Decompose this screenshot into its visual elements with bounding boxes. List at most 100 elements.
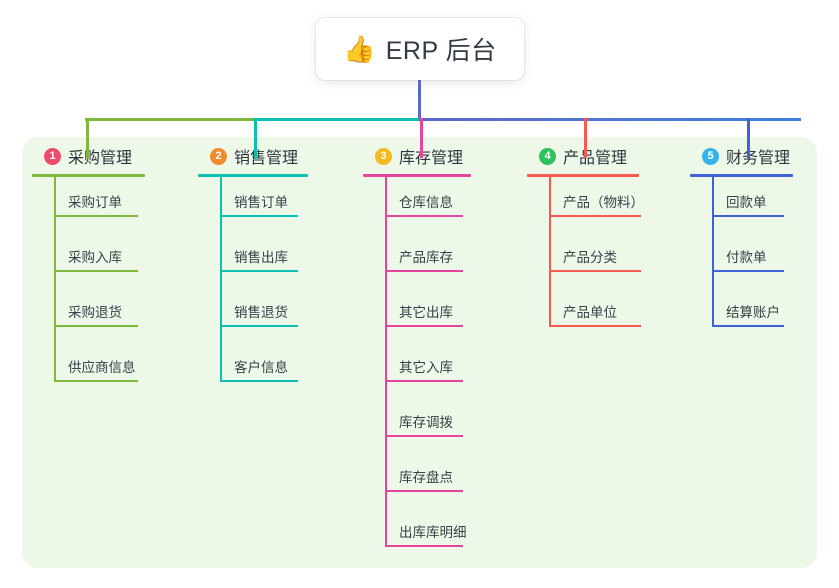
- branch-item-rule: [549, 215, 641, 217]
- branch-spine-connector: [54, 177, 56, 382]
- branch-number-badge: 1: [44, 147, 61, 165]
- branch-item[interactable]: 采购订单: [32, 177, 180, 232]
- branch-item-rule: [385, 545, 463, 547]
- branch-item-label: 供应商信息: [68, 360, 136, 375]
- branch-item[interactable]: 其它入库: [363, 342, 503, 397]
- branch-header-4[interactable]: 4 产品管理: [527, 145, 669, 167]
- branch-item-rule: [385, 435, 463, 437]
- branch-title: 库存管理: [399, 150, 464, 167]
- branch-header-1[interactable]: 1 采购管理: [32, 145, 180, 167]
- branch-title: 采购管理: [68, 150, 133, 167]
- branch-item-list: 回款单付款单结算账户: [690, 177, 822, 342]
- branch-item-list: 采购订单采购入库采购退货供应商信息: [32, 177, 180, 397]
- branch-item-label: 产品（物料）: [563, 195, 644, 210]
- branch-title: 销售管理: [234, 150, 299, 167]
- branch-item-label: 产品单位: [563, 305, 617, 320]
- branch-item-rule: [385, 270, 463, 272]
- bus-line-green: [85, 118, 253, 121]
- branch-item-rule: [220, 325, 298, 327]
- branch-item-rule: [385, 325, 463, 327]
- branch-header-rule: [363, 174, 471, 177]
- branch-item-label: 其它入库: [399, 360, 453, 375]
- branch-header-rule: [690, 174, 793, 177]
- branch-item[interactable]: 付款单: [690, 232, 822, 287]
- branch-item[interactable]: 产品（物料）: [527, 177, 669, 232]
- branch-item[interactable]: 销售出库: [198, 232, 340, 287]
- branch-item-rule: [54, 325, 138, 327]
- branch-item-rule: [712, 325, 784, 327]
- branch-item-label: 库存盘点: [399, 470, 453, 485]
- branch-item[interactable]: 其它出库: [363, 287, 503, 342]
- branch-item-list: 销售订单销售出库销售退货客户信息: [198, 177, 340, 397]
- branch-item-rule: [54, 215, 138, 217]
- branch-drop-connector-1: [86, 118, 89, 158]
- branch-item-label: 付款单: [726, 250, 767, 265]
- branch-item-rule: [54, 380, 138, 382]
- branch-item-label: 产品库存: [399, 250, 453, 265]
- thumbs-up-icon: 👍: [343, 34, 376, 64]
- branch-item-rule: [549, 270, 641, 272]
- branch-drop-connector-5: [747, 118, 750, 158]
- branch-spine-connector: [712, 177, 714, 327]
- branch-item[interactable]: 产品单位: [527, 287, 669, 342]
- branch-item-label: 客户信息: [234, 360, 288, 375]
- branch-column-4: 4 产品管理产品（物料） 产品分类产品单位: [527, 145, 669, 342]
- branch-item-rule: [220, 380, 298, 382]
- branch-drop-connector-4: [584, 118, 587, 158]
- branch-item-label: 销售订单: [234, 195, 288, 210]
- branch-item-rule: [220, 215, 298, 217]
- branch-item-rule: [54, 270, 138, 272]
- branch-header-3[interactable]: 3 库存管理: [363, 145, 503, 167]
- branch-item[interactable]: 回款单: [690, 177, 822, 232]
- branch-item[interactable]: 仓库信息: [363, 177, 503, 232]
- branch-item-label: 出库库明细: [399, 525, 467, 540]
- branch-item-label: 回款单: [726, 195, 767, 210]
- branch-item-rule: [712, 270, 784, 272]
- branch-number-badge: 3: [375, 147, 392, 165]
- branch-number-badge: 2: [210, 147, 227, 165]
- branch-title: 产品管理: [563, 150, 628, 167]
- branch-item[interactable]: 库存盘点: [363, 452, 503, 507]
- branch-header-2[interactable]: 2 销售管理: [198, 145, 340, 167]
- root-stem-connector: [418, 80, 421, 120]
- branch-item[interactable]: 销售订单: [198, 177, 340, 232]
- branch-title: 财务管理: [726, 150, 791, 167]
- bus-line-teal: [253, 118, 419, 121]
- branch-item-list: 产品（物料） 产品分类产品单位: [527, 177, 669, 342]
- branch-item[interactable]: 产品分类: [527, 232, 669, 287]
- branch-item-label: 结算账户: [726, 305, 780, 320]
- branch-item-label: 采购入库: [68, 250, 122, 265]
- branch-column-3: 3 库存管理仓库信息产品库存其它出库其它入库库存调拨库存盘点出库库明细: [363, 145, 503, 562]
- branch-item-rule: [385, 380, 463, 382]
- branch-header-rule: [32, 174, 145, 177]
- branch-item-label: 采购退货: [68, 305, 122, 320]
- branch-item[interactable]: 销售退货: [198, 287, 340, 342]
- branch-item[interactable]: 库存调拨: [363, 397, 503, 452]
- branch-item-label: 产品分类: [563, 250, 617, 265]
- branch-item-rule: [385, 490, 463, 492]
- branch-column-2: 2 销售管理销售订单销售出库销售退货客户信息: [198, 145, 340, 397]
- branch-spine-connector: [549, 177, 551, 327]
- branch-item[interactable]: 产品库存: [363, 232, 503, 287]
- branch-item-label: 销售出库: [234, 250, 288, 265]
- branch-item[interactable]: 采购退货: [32, 287, 180, 342]
- branches-panel: [22, 137, 817, 568]
- branch-item-label: 其它出库: [399, 305, 453, 320]
- branch-drop-connector-2: [254, 118, 257, 158]
- root-node[interactable]: 👍 ERP 后台: [316, 18, 524, 80]
- branch-spine-connector: [220, 177, 222, 382]
- branch-drop-connector-3: [420, 118, 423, 158]
- branch-item[interactable]: 供应商信息: [32, 342, 180, 397]
- branch-number-badge: 4: [539, 147, 556, 165]
- branch-item-rule: [549, 325, 641, 327]
- branch-item[interactable]: 出库库明细: [363, 507, 503, 562]
- branch-header-rule: [198, 174, 308, 177]
- branch-spine-connector: [385, 177, 387, 547]
- bus-line-blue: [419, 118, 801, 121]
- branch-item[interactable]: 结算账户: [690, 287, 822, 342]
- branch-item[interactable]: 客户信息: [198, 342, 340, 397]
- branch-column-1: 1 采购管理采购订单采购入库采购退货供应商信息: [32, 145, 180, 397]
- branch-item[interactable]: 采购入库: [32, 232, 180, 287]
